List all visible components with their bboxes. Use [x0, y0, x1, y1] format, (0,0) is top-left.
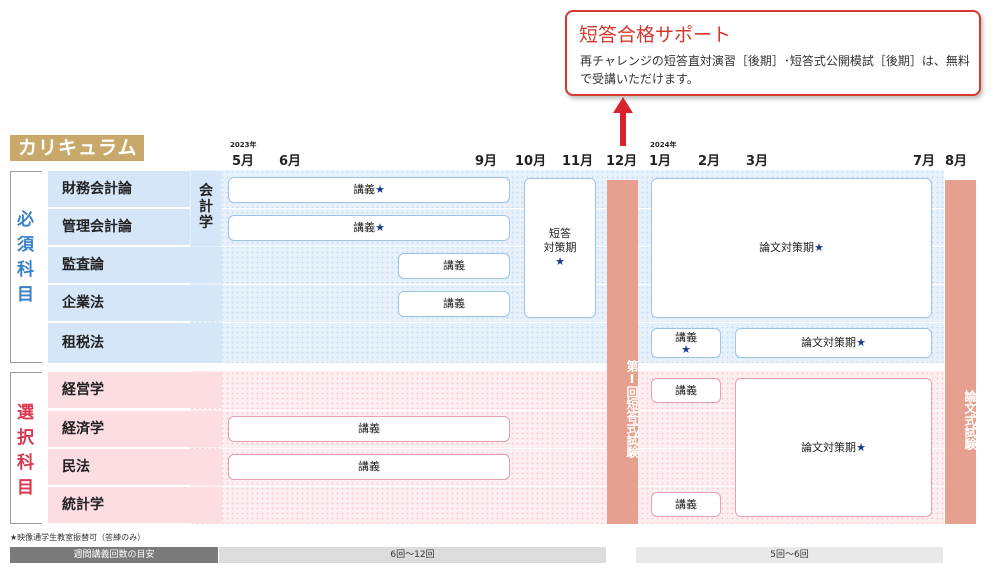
essay-exam-label: 論文式試験	[963, 390, 977, 450]
weekly-range-first: 6回〜12回	[219, 547, 606, 563]
lecture-box: 講義	[651, 378, 721, 403]
subject-statistics: 統計学	[48, 487, 222, 523]
star-icon: ★	[856, 441, 866, 454]
lecture-box: 講義	[398, 291, 510, 317]
star-icon: ★	[375, 183, 385, 196]
arrow-up-icon	[613, 97, 633, 113]
month-label: 11月	[562, 154, 594, 169]
month-label: 12月	[606, 154, 638, 169]
lecture-label: 講義	[358, 460, 380, 473]
arrow-shaft	[620, 112, 626, 146]
short-answer-exam-label: 第Ⅰ回短答式試験	[625, 360, 639, 458]
footnote: ★映像通学生教室振替可（答練のみ）	[10, 533, 146, 542]
essay-prep-label: 論文対策期	[801, 441, 857, 454]
star-icon: ★	[681, 343, 691, 356]
accounting-group-label: 会計学	[199, 183, 213, 231]
month-label: 10月	[515, 154, 547, 169]
essay-prep-box: 論文対策期★	[735, 378, 932, 517]
lecture-label: 講義	[443, 297, 465, 310]
lecture-label: 講義	[675, 331, 697, 344]
callout-title: 短答合格サポート	[579, 24, 732, 46]
lecture-label: 講義	[675, 384, 697, 397]
subject-tax-law: 租税法	[48, 323, 222, 363]
lecture-label: 講義	[353, 183, 376, 196]
weekly-range-second: 5回〜6回	[636, 547, 943, 563]
month-label: 2月	[698, 154, 721, 169]
curriculum-badge: カリキュラム	[10, 135, 144, 161]
essay-prep-box: 論文対策期★	[651, 178, 932, 318]
row-divider	[222, 448, 944, 449]
lecture-label: 講義	[675, 498, 697, 511]
support-callout: 短答合格サポート 再チャレンジの短答直対演習［後期］･短答式公開模試［後期］は、…	[565, 10, 981, 96]
subject-business-management: 経営学	[48, 372, 222, 408]
callout-body: 再チャレンジの短答直対演習［後期］･短答式公開模試［後期］は、無料で受講いただけ…	[580, 54, 970, 86]
short-answer-prep-box: 短答 対策期 ★	[524, 178, 596, 318]
lecture-box: 講義	[398, 253, 510, 279]
year-label-2024: 2024年	[650, 141, 677, 149]
lecture-label: 講義	[443, 259, 465, 272]
month-label: 6月	[279, 154, 302, 169]
year-label-2023: 2023年	[230, 141, 257, 149]
row-divider	[222, 486, 944, 487]
row-divider	[222, 322, 944, 323]
essay-exam-bar: 論文式試験	[945, 180, 977, 524]
short-answer-exam-bar: 第Ⅰ回短答式試験	[607, 180, 639, 524]
lecture-box: 講義	[651, 492, 721, 517]
subject-corporate-law: 企業法	[48, 285, 222, 321]
lecture-label: 講義	[353, 221, 376, 234]
lecture-box: 講義	[228, 416, 510, 442]
row-divider	[222, 410, 944, 411]
month-label: 9月	[475, 154, 498, 169]
star-icon: ★	[375, 221, 385, 234]
elective-group: 選択科目	[10, 372, 42, 524]
essay-prep-label: 論文対策期	[759, 241, 815, 254]
month-label: 7月	[913, 154, 936, 169]
lecture-label: 講義	[358, 422, 380, 435]
subject-economics: 経済学	[48, 411, 222, 447]
short-answer-prep-label: 短答 対策期	[543, 227, 577, 254]
month-label: 5月	[232, 154, 255, 169]
lecture-box: 講義	[228, 454, 510, 480]
weekly-lecture-legend: 週間講義回数の目安	[10, 547, 218, 563]
star-icon: ★	[555, 255, 565, 268]
lecture-box: 講義★	[228, 215, 510, 241]
required-group: 必須科目	[10, 171, 42, 363]
subject-civil-law: 民法	[48, 449, 222, 485]
month-label: 8月	[945, 154, 968, 169]
subject-financial-accounting: 財務会計論	[48, 171, 190, 207]
subject-auditing: 監査論	[48, 247, 222, 283]
star-icon: ★	[856, 336, 866, 349]
month-label: 3月	[746, 154, 769, 169]
month-label: 1月	[649, 154, 672, 169]
star-icon: ★	[814, 241, 824, 254]
lecture-box: 講義★	[228, 177, 510, 203]
elective-group-label: 選択科目	[17, 403, 34, 498]
lecture-box: 講義 ★	[651, 328, 721, 358]
essay-prep-label: 論文対策期	[801, 336, 857, 349]
subject-management-accounting: 管理会計論	[48, 209, 190, 245]
required-group-label: 必須科目	[17, 210, 34, 305]
accounting-group: 会計学	[191, 171, 221, 246]
essay-prep-box: 論文対策期★	[735, 328, 932, 358]
